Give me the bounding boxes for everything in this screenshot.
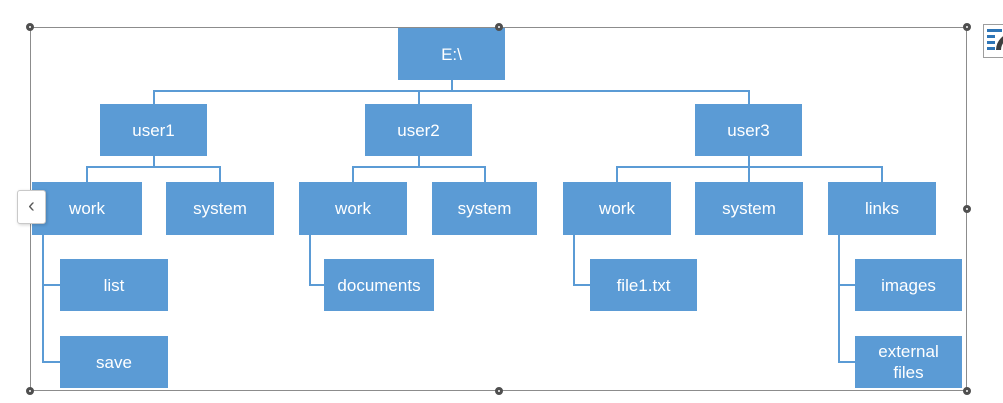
connector-segment	[42, 284, 60, 286]
node-save[interactable]: save	[60, 336, 168, 388]
node-system2[interactable]: system	[432, 182, 537, 235]
node-file1[interactable]: file1.txt	[590, 259, 697, 311]
connector-segment	[417, 90, 420, 104]
node-system1[interactable]: system	[166, 182, 274, 235]
connector-segment	[42, 235, 44, 363]
selection-handle-bottom-left[interactable]	[26, 387, 34, 395]
node-work2[interactable]: work	[299, 182, 407, 235]
node-work3[interactable]: work	[563, 182, 671, 235]
connector-segment	[450, 80, 453, 90]
connector-segment	[309, 284, 324, 286]
selection-handle-middle-right[interactable]	[963, 205, 971, 213]
connector-segment	[86, 166, 221, 168]
node-user3[interactable]: user3	[695, 104, 802, 156]
connector-segment	[881, 166, 883, 182]
connector-segment	[838, 284, 855, 286]
selection-handle-bottom-center[interactable]	[494, 387, 503, 395]
node-images[interactable]: images	[855, 259, 962, 311]
node-root[interactable]: E:\	[398, 28, 505, 80]
selection-handle-top-left[interactable]	[26, 23, 34, 31]
connector-segment	[748, 166, 750, 182]
selection-handle-top-center[interactable]	[494, 23, 503, 31]
node-documents[interactable]: documents	[324, 259, 434, 311]
connector-segment	[352, 166, 486, 168]
connector-segment	[417, 156, 420, 166]
connector-segment	[573, 235, 575, 286]
connector-segment	[352, 166, 354, 182]
connector-segment	[152, 156, 155, 166]
connector-segment	[838, 235, 840, 363]
connector-segment	[219, 166, 221, 182]
node-user1[interactable]: user1	[100, 104, 207, 156]
text-pane-toggle-button[interactable]: ‹	[17, 190, 46, 224]
chevron-left-icon: ‹	[28, 194, 35, 217]
connector-segment	[86, 166, 88, 182]
connector-segment	[573, 284, 590, 286]
connector-segment	[747, 90, 750, 104]
node-list[interactable]: list	[60, 259, 168, 311]
connector-segment	[152, 90, 750, 92]
node-links[interactable]: links	[828, 182, 936, 235]
connector-segment	[309, 235, 311, 286]
connector-segment	[42, 361, 60, 363]
node-external[interactable]: external files	[855, 336, 962, 388]
selection-handle-bottom-right[interactable]	[963, 387, 971, 395]
node-system3[interactable]: system	[695, 182, 803, 235]
layout-options-icon	[984, 25, 1003, 57]
node-user2[interactable]: user2	[365, 104, 472, 156]
connector-segment	[152, 90, 155, 104]
connector-segment	[616, 166, 618, 182]
connector-segment	[483, 166, 486, 182]
layout-options-button[interactable]	[983, 24, 1003, 58]
selection-handle-top-right[interactable]	[963, 23, 971, 31]
connector-segment	[838, 361, 855, 363]
connector-segment	[747, 156, 750, 166]
node-work1[interactable]: work	[32, 182, 142, 235]
